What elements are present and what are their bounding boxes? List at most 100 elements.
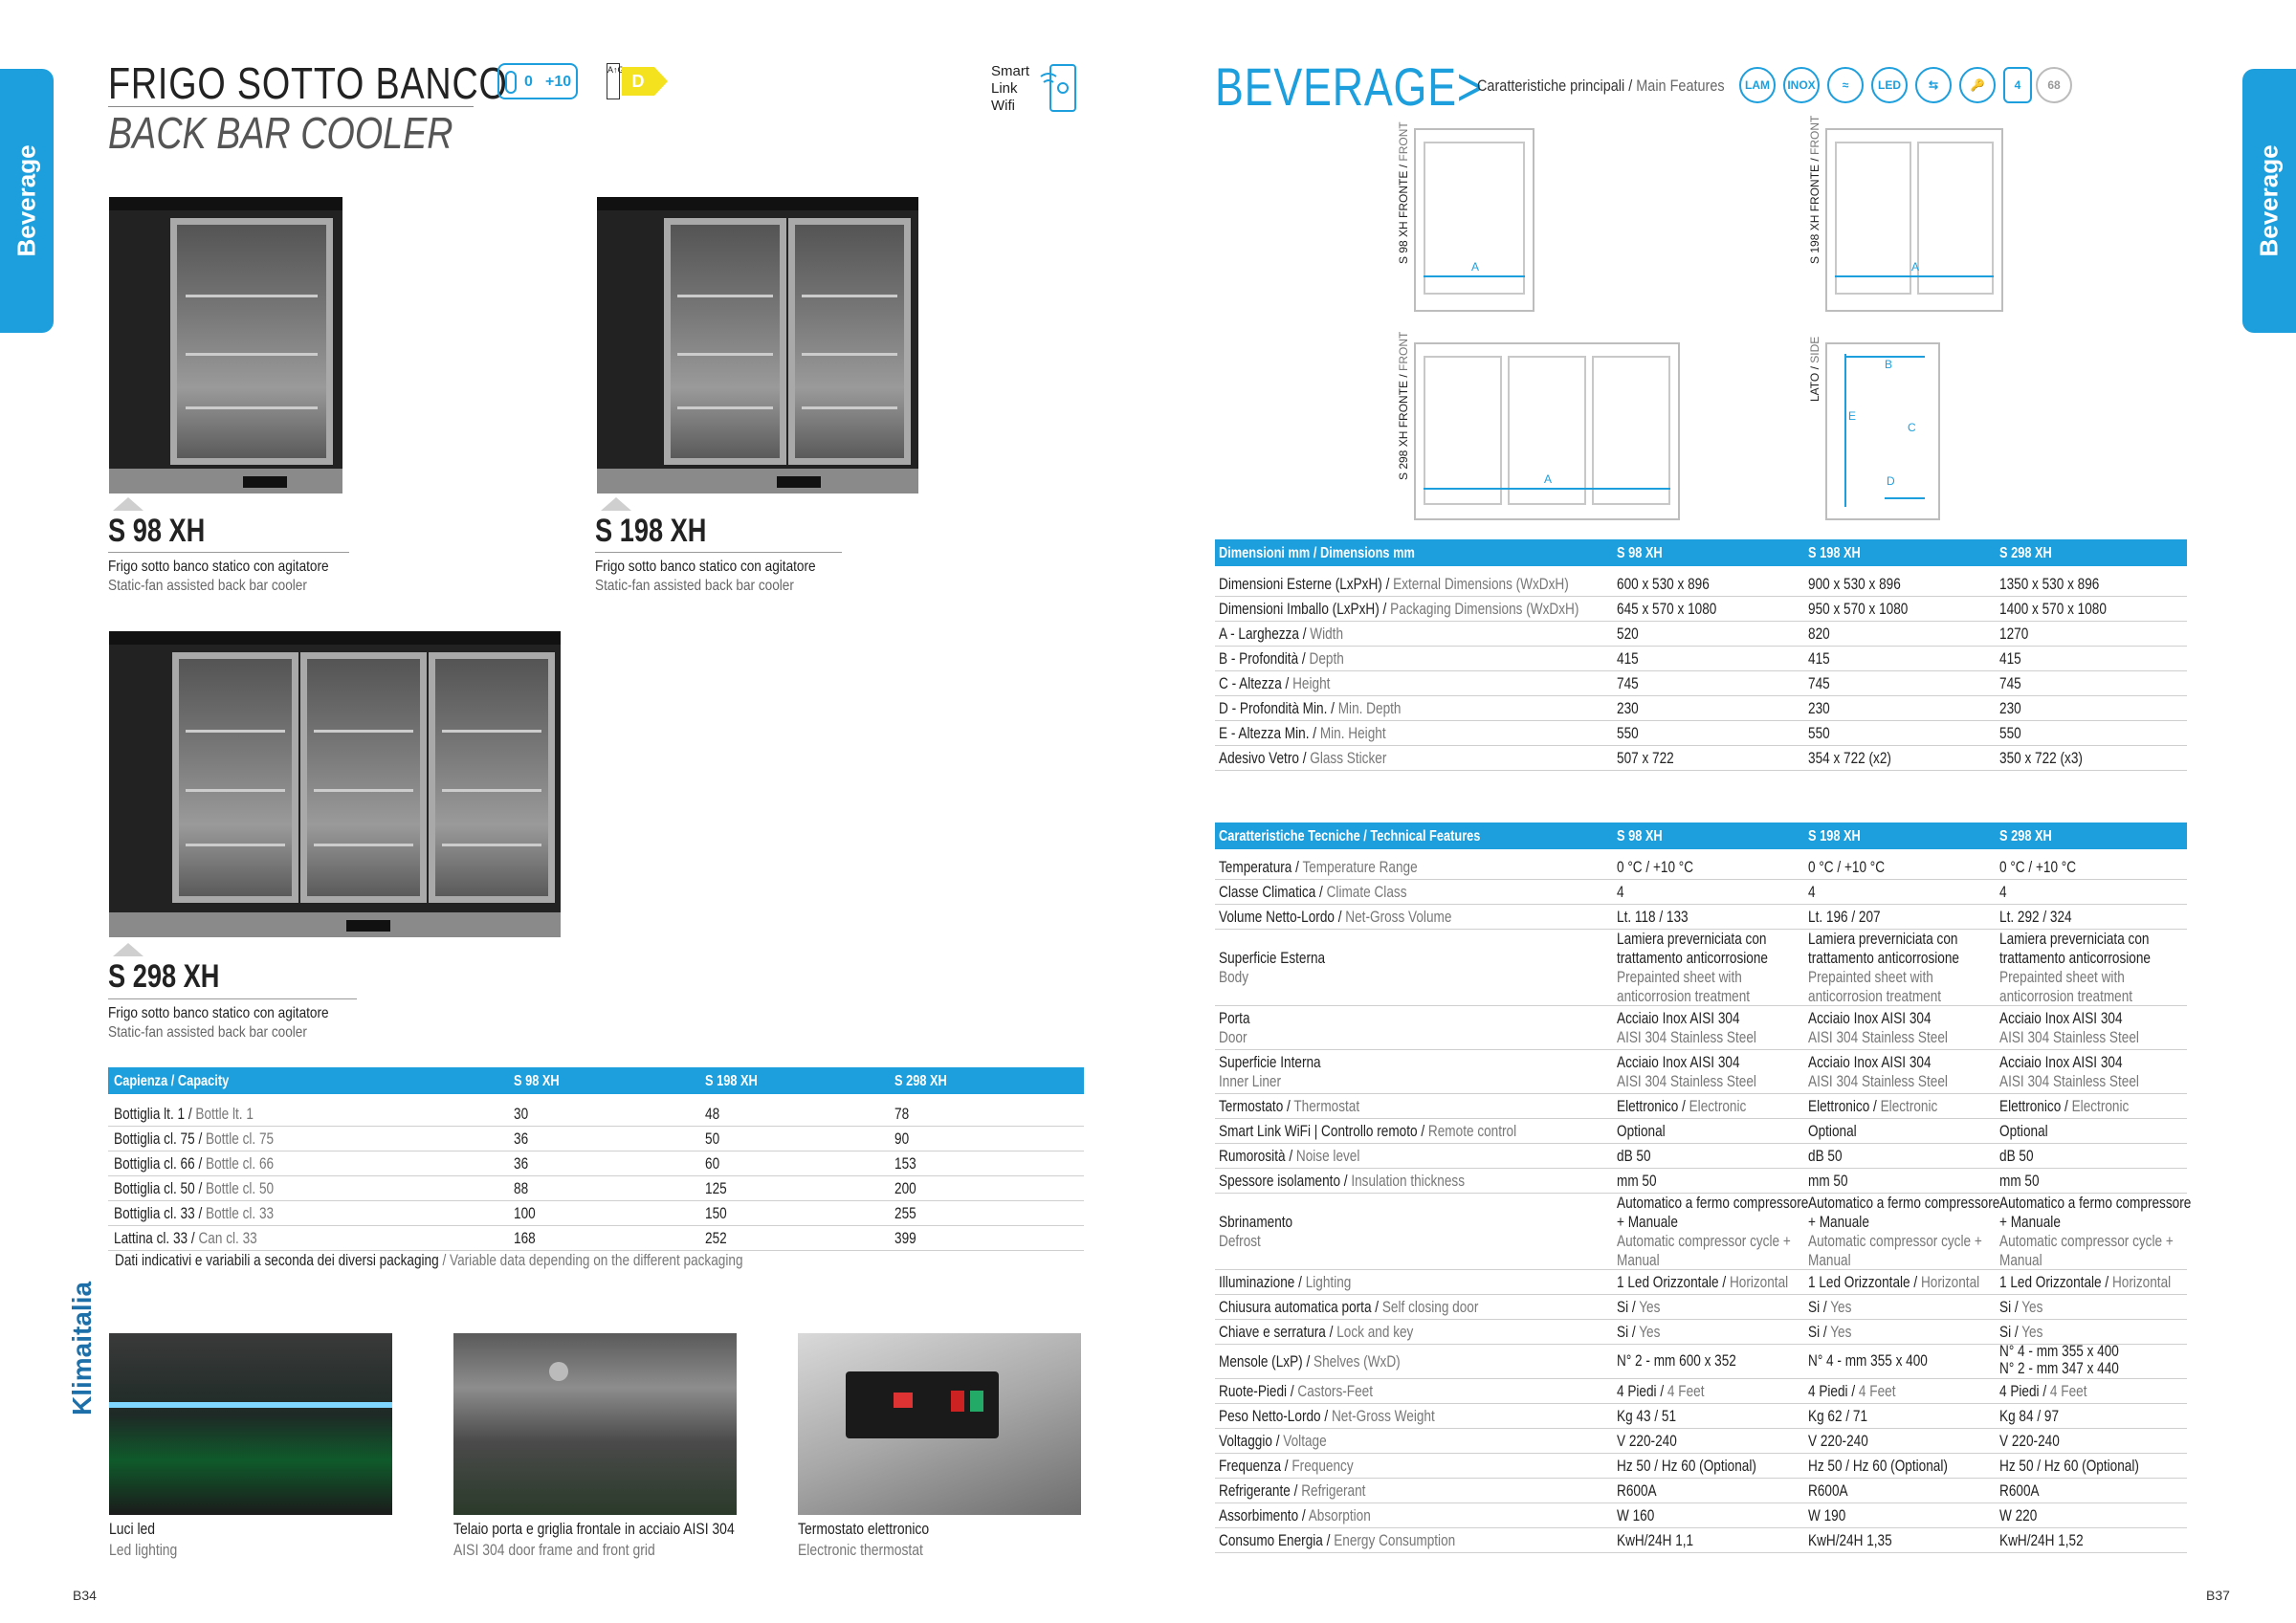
row-value: 150 <box>705 1204 727 1222</box>
table-row: Consumo Energia / Energy Consumption KwH/… <box>1215 1528 2187 1553</box>
row-label-en: Height <box>1292 674 1331 692</box>
row-label: Chiave e serratura / Lock and key <box>1219 1323 1413 1342</box>
row-value: Lt. 118 / 133 <box>1617 908 1689 926</box>
row-label-en: Voltage <box>1283 1432 1327 1450</box>
row-value: KwH/24H 1,1 <box>1617 1531 1694 1549</box>
row-label-it: Consumo Energia / <box>1219 1531 1335 1549</box>
product-marker-icon <box>113 943 144 956</box>
row-value: Kg 62 / 71 <box>1808 1407 1868 1425</box>
row-value: dB 50 <box>1617 1147 1651 1165</box>
row-value-en: Yes <box>2021 1323 2043 1341</box>
row-value-it: 4 Piedi / <box>1808 1382 1859 1400</box>
row-label: Assorbimento / Absorption <box>1219 1506 1371 1525</box>
row-label: Frequenza / Frequency <box>1219 1457 1354 1476</box>
dimensions-col-1: S 98 XH <box>1617 545 1663 561</box>
detail-caption: Termostato elettronico Electronic thermo… <box>798 1519 929 1561</box>
row-value-en: Prepainted sheet with <box>1808 968 1933 986</box>
row-value: R600A <box>1808 1481 1848 1500</box>
table-row: Mensole (LxP) / Shelves (WxD)N° 2 - mm 6… <box>1215 1343 2187 1379</box>
detail-caption-en: Led lighting <box>109 1541 178 1559</box>
row-label-en: Bottle cl. 75 <box>206 1130 275 1148</box>
noise-level-icon: 68 <box>2036 67 2072 103</box>
row-value-en: Manual <box>1808 1251 1851 1269</box>
row-value: W 160 <box>1617 1506 1655 1524</box>
side-tab-left: Beverage <box>0 69 54 333</box>
drawing-label-s198-it: S 198 XH FRONTE / <box>1808 154 1821 264</box>
energy-scale: A↑G <box>607 63 625 99</box>
inox-icon: INOX <box>1783 67 1820 103</box>
row-value: 1 Led Orizzontale / Horizontal <box>1808 1273 1979 1292</box>
product-divider <box>595 552 842 553</box>
row-label-en: Min. Height <box>1319 724 1386 742</box>
drawing-front-s98xh: A <box>1414 128 1534 312</box>
row-value: 100 <box>514 1204 536 1222</box>
row-label-en: Defrost <box>1219 1232 1261 1250</box>
row-label-en: Self closing door <box>1381 1298 1479 1316</box>
row-label-it: Dimensioni Esterne (LxPxH) / <box>1219 575 1394 593</box>
main-features-en: Main Features <box>1636 77 1725 95</box>
row-value: 0 °C / +10 °C <box>1808 858 1886 876</box>
row-value: 350 x 722 (x3) <box>1999 749 2083 767</box>
row-value-it: Automatico a fermo compressore <box>1617 1194 1809 1212</box>
capacity-col-3: S 298 XH <box>894 1073 947 1089</box>
row-value-line: N° 4 - mm 355 x 400 <box>1808 1351 1928 1370</box>
row-value: mm 50 <box>1808 1172 1848 1190</box>
row-label-it: Chiusura automatica porta / <box>1219 1298 1382 1316</box>
drawing-label-s98-it: S 98 XH FRONTE / <box>1397 161 1410 264</box>
row-label-it: Peso Netto-Lordo / <box>1219 1407 1332 1425</box>
row-value: 30 <box>514 1105 529 1123</box>
temperature-badge: 0 +10 <box>497 63 578 99</box>
smart-link-line-3: Wifi <box>991 98 1015 114</box>
row-value: Si / Yes <box>1808 1298 1851 1317</box>
row-label: Illuminazione / Lighting <box>1219 1273 1351 1292</box>
smart-link-line-1: Smart <box>991 63 1030 79</box>
row-label: Bottiglia cl. 66 / Bottle cl. 66 <box>114 1154 274 1173</box>
row-value: 1 Led Orizzontale / Horizontal <box>1999 1273 2171 1292</box>
self-closing-door-icon: ⇆ <box>1915 67 1952 103</box>
row-label: Volume Netto-Lordo / Net-Gross Volume <box>1219 908 1451 927</box>
page-number-left: B34 <box>73 1588 97 1603</box>
row-value: 153 <box>894 1154 916 1173</box>
row-label: Termostato / Thermostat <box>1219 1097 1359 1116</box>
row-value: 230 <box>1617 699 1639 717</box>
detail-photo-thermostat <box>798 1333 1081 1515</box>
table-row: Chiusura automatica porta / Self closing… <box>1215 1295 2187 1320</box>
row-value-en: 4 Feet <box>1667 1382 1705 1400</box>
row-value: Optional <box>1808 1122 1857 1140</box>
row-value-it: trattamento anticorrosione <box>1617 949 1768 967</box>
row-value-en: anticorrosion treatment <box>1999 987 2133 1005</box>
row-label: Consumo Energia / Energy Consumption <box>1219 1531 1455 1550</box>
product-image-s98xh <box>109 197 342 493</box>
temp-min: 0 <box>524 74 533 90</box>
row-label-it: Rumorosità / <box>1219 1147 1296 1165</box>
row-value: 36 <box>514 1130 529 1148</box>
row-value: 4 <box>1617 883 1624 901</box>
row-value-en: 4 Feet <box>2049 1382 2087 1400</box>
row-value: KwH/24H 1,52 <box>1999 1531 2084 1549</box>
row-value-en: Automatic compressor cycle + <box>1999 1232 2174 1250</box>
row-label: Refrigerante / Refrigerant <box>1219 1481 1365 1501</box>
drawing-label-side-en: SIDE <box>1808 336 1821 363</box>
row-value: 745 <box>1808 674 1830 692</box>
row-value: R600A <box>1617 1481 1657 1500</box>
product-desc-en: Static-fan assisted back bar cooler <box>108 578 307 594</box>
energy-arrow-icon <box>654 67 668 96</box>
row-value: Lt. 196 / 207 <box>1808 908 1881 926</box>
row-value: 1 Led Orizzontale / Horizontal <box>1617 1273 1788 1292</box>
product-description: Frigo sotto banco statico con agitatore … <box>108 558 329 596</box>
technical-header-label: Caratteristiche Tecniche / Technical Fea… <box>1219 828 1481 844</box>
row-value-en: Horizontal <box>2111 1273 2172 1291</box>
row-value: Optional <box>1999 1122 2048 1140</box>
drawing-label-s298: S 298 XH FRONTE / FRONT <box>1397 332 1410 480</box>
row-value: 200 <box>894 1179 916 1197</box>
